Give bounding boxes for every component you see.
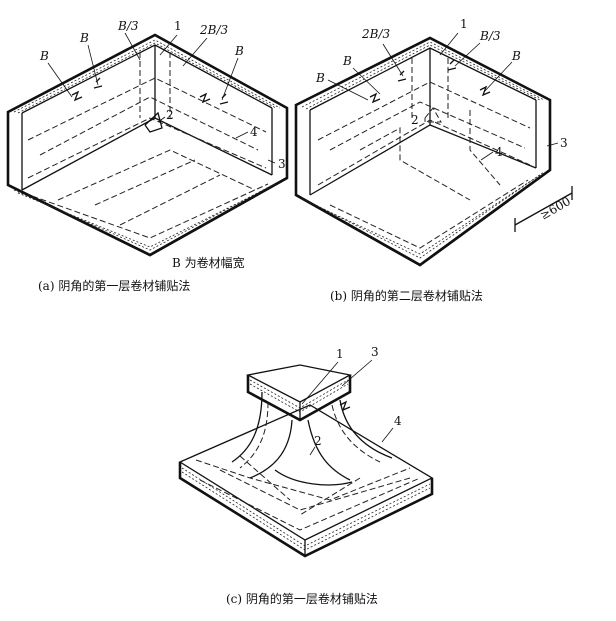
b-label-b-left: B bbox=[315, 71, 325, 85]
b-label-b-right: B bbox=[511, 49, 521, 63]
c-label-3: 3 bbox=[371, 345, 379, 359]
c-label-1: 1 bbox=[336, 347, 344, 361]
c-label-2: 2 bbox=[314, 434, 322, 448]
a-label-b-right: B bbox=[234, 44, 244, 58]
caption-c: (c) 阴角的第一层卷材铺贴法 bbox=[226, 591, 378, 606]
a-label-3: 3 bbox=[278, 157, 286, 171]
note-b-width: B 为卷材幅宽 bbox=[172, 255, 245, 270]
a-label-1: 1 bbox=[174, 19, 182, 33]
a-label-2: 2 bbox=[166, 108, 174, 122]
b-label-b3: B/3 bbox=[479, 29, 501, 43]
b-dimension-600: ≥600 bbox=[538, 194, 574, 223]
b-label-3: 3 bbox=[560, 136, 568, 150]
b-label-1: 1 bbox=[460, 17, 468, 31]
a-label-4: 4 bbox=[250, 125, 258, 139]
b-label-4: 4 bbox=[495, 145, 503, 159]
a-label-b-top: B bbox=[79, 31, 89, 45]
b-label-b-mid: B bbox=[342, 54, 352, 68]
caption-a: (a) 阴角的第一层卷材铺贴法 bbox=[38, 278, 190, 293]
a-label-b3: B/3 bbox=[117, 19, 139, 33]
figure-b: 2B/3 1 B/3 B B B 2 4 3 ≥600 bbox=[294, 17, 574, 267]
a-label-2b3: 2B/3 bbox=[199, 23, 228, 37]
caption-b: (b) 阴角的第二层卷材铺贴法 bbox=[330, 288, 483, 303]
c-label-4: 4 bbox=[394, 414, 402, 428]
b-label-2b3: 2B/3 bbox=[361, 27, 390, 41]
figure-c: 1 3 4 2 bbox=[178, 345, 434, 558]
figure-a: B B B/3 1 2B/3 B 2 4 3 bbox=[6, 19, 289, 257]
a-label-b-left: B bbox=[39, 49, 49, 63]
b-label-2: 2 bbox=[411, 113, 419, 127]
